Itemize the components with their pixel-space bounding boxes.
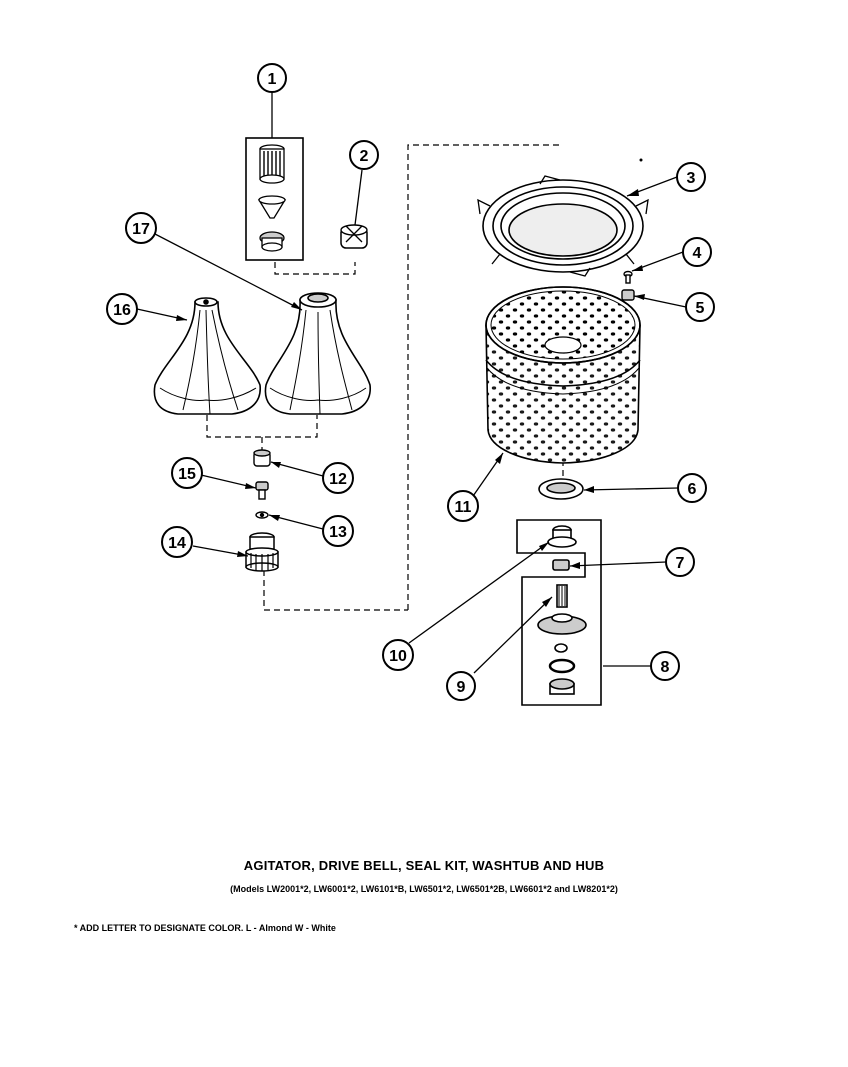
part-17-agitator [264,292,371,415]
part-13-washer [255,511,269,519]
part-2-cap [340,224,368,249]
callout-5: 5 [685,292,715,322]
callout-10: 10 [382,639,414,671]
color-footnote: * ADD LETTER TO DESIGNATE COLOR. L - Alm… [74,923,336,933]
callout-6: 6 [677,473,707,503]
callout-labels: 1 2 3 4 5 6 7 8 9 10 11 12 13 14 15 16 1… [106,63,715,701]
callout-4: 4 [682,237,712,267]
svg-text:8: 8 [661,659,670,676]
part-8-seal-kit [516,519,602,706]
svg-text:14: 14 [168,535,186,552]
callout-11: 11 [447,490,479,522]
part-1-filter-assembly [245,137,304,261]
callout-15: 15 [171,457,203,489]
part-4-screw [623,270,633,284]
part-6-seal [538,478,584,500]
callout-16: 16 [106,293,138,325]
callout-3: 3 [676,162,706,192]
callout-14: 14 [161,526,193,558]
part-5-nut [621,289,635,301]
callout-2: 2 [349,140,379,170]
svg-text:2: 2 [360,148,369,165]
callout-8: 8 [650,651,680,681]
callout-17: 17 [125,212,157,244]
svg-text:16: 16 [113,302,131,319]
svg-text:9: 9 [457,679,466,696]
diagram-subtitle: (Models LW2001*2, LW6001*2, LW6101*B, LW… [230,884,618,894]
svg-text:17: 17 [132,221,150,238]
callout-12: 12 [322,462,354,494]
callout-1: 1 [257,63,287,93]
svg-text:11: 11 [455,499,472,516]
callout-9: 9 [446,671,476,701]
svg-text:12: 12 [329,471,347,488]
diagram-title: AGITATOR, DRIVE BELL, SEAL KIT, WASHTUB … [243,858,605,873]
callout-13: 13 [322,515,354,547]
part-15-bolt [255,481,269,500]
svg-text:1: 1 [268,71,277,88]
svg-text:15: 15 [178,466,196,483]
svg-text:10: 10 [389,648,407,665]
part-16-agitator [153,297,261,415]
part-3-tub-ring [477,175,649,277]
svg-text:5: 5 [696,300,705,317]
svg-text:7: 7 [676,555,685,572]
svg-text:13: 13 [329,524,347,541]
svg-text:6: 6 [688,481,697,498]
part-14-drive-block [245,532,279,572]
speck [639,158,643,162]
svg-text:3: 3 [687,170,696,187]
callout-arrowheads [176,189,645,607]
part-11-wash-basket [485,286,641,464]
svg-text:4: 4 [693,245,702,262]
callout-7: 7 [665,547,695,577]
part-12-bushing [253,449,271,467]
